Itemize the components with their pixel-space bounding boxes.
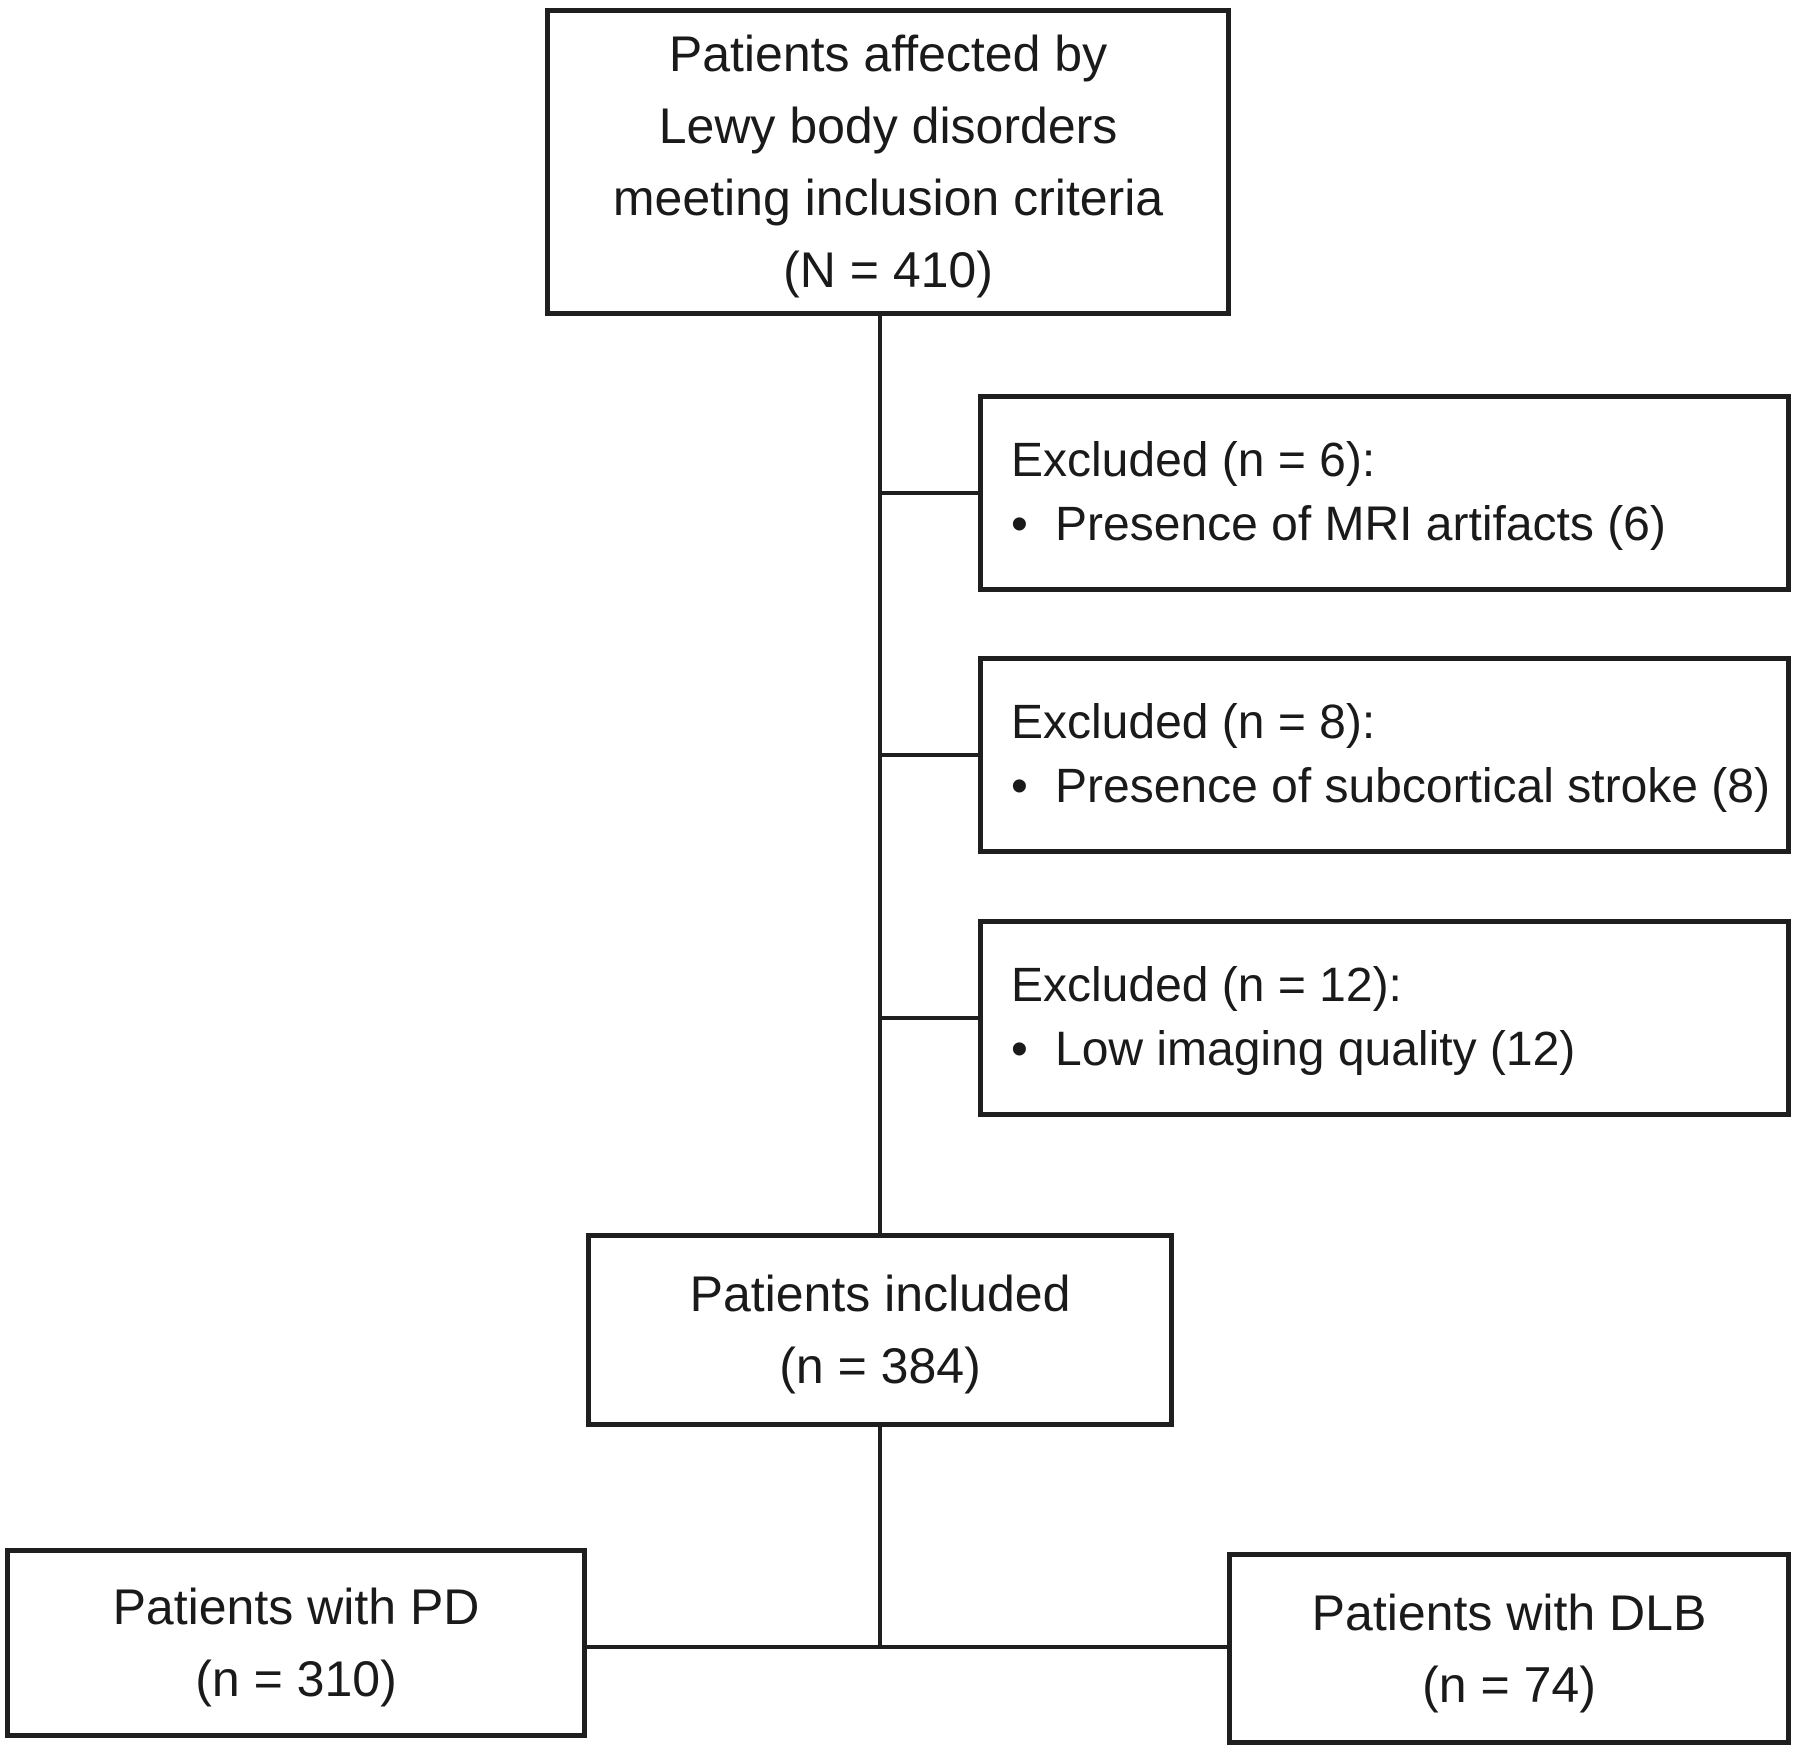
node-text-line: Patients with PD [112,1579,480,1635]
excluded-reason: Presence of subcortical stroke (8) [1055,760,1770,813]
connector-excluded-3 [878,1016,978,1020]
node-eligible-patients: Patients affected by Lewy body disorders… [545,8,1231,316]
bullet-icon: • [1011,1023,1028,1076]
node-count: (n = 310) [195,1651,397,1707]
bullet-icon: • [1011,760,1028,813]
node-patients-with-dlb: Patients with DLB (n = 74) [1227,1552,1791,1745]
connector-excluded-1 [878,491,978,495]
connector-excluded-2 [878,753,978,757]
node-text-line: Lewy body disorders [658,98,1118,154]
node-count: (N = 410) [783,242,993,298]
node-text-line: Patients with DLB [1311,1584,1707,1641]
connector-branch-pd-dlb [587,1645,1227,1649]
node-text-line: Patients included [689,1266,1071,1322]
node-excluded-low-imaging-quality: Excluded (n = 12): • Low imaging quality… [978,919,1791,1117]
node-count: (n = 74) [1422,1656,1596,1713]
excluded-bullet-row: • Low imaging quality (12) [1011,1018,1770,1082]
excluded-reason: Presence of MRI artifacts (6) [1055,498,1666,551]
node-text-line: meeting inclusion criteria [612,170,1164,226]
node-text-line: Patients affected by [668,26,1108,82]
node-excluded-subcortical-stroke: Excluded (n = 8): • Presence of subcorti… [978,656,1791,854]
connector-spine-bottom [878,1427,882,1649]
excluded-bullet-row: • Presence of MRI artifacts (6) [1011,493,1770,557]
node-count: (n = 384) [779,1338,981,1394]
connector-spine-top [878,316,882,1233]
bullet-icon: • [1011,498,1028,551]
excluded-header: Excluded (n = 12): [1011,959,1402,1012]
node-patients-with-pd: Patients with PD (n = 310) [5,1548,587,1738]
excluded-header: Excluded (n = 8): [1011,696,1376,749]
node-excluded-mri-artifacts: Excluded (n = 6): • Presence of MRI arti… [978,394,1791,592]
excluded-reason: Low imaging quality (12) [1055,1023,1576,1076]
node-patients-included: Patients included (n = 384) [586,1233,1174,1427]
excluded-bullet-row: • Presence of subcortical stroke (8) [1011,755,1770,819]
excluded-header: Excluded (n = 6): [1011,434,1376,487]
